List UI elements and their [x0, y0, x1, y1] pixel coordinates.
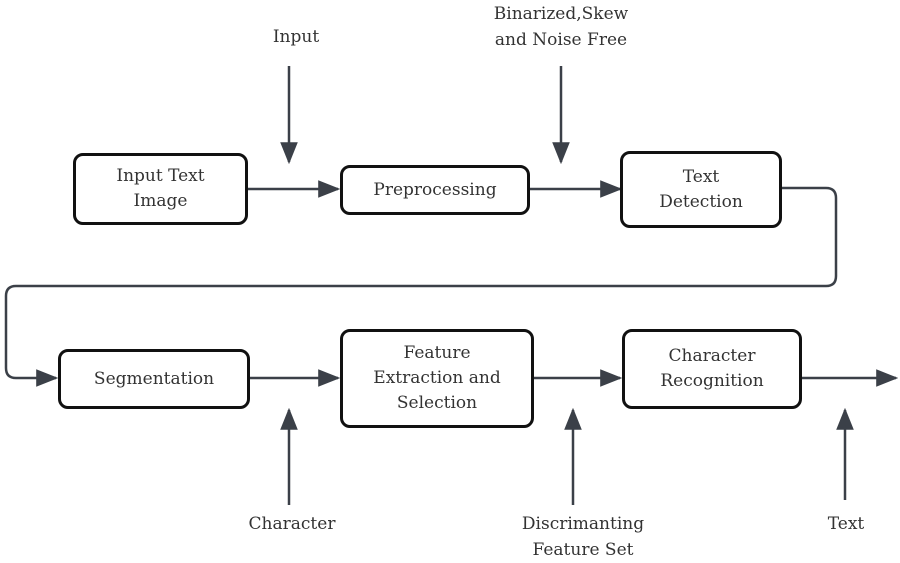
label-discriminating-feature-set: Discrimanting Feature Set — [521, 514, 645, 560]
node-character-recognition: Character Recognition — [622, 329, 802, 409]
label-text-output: Text — [827, 514, 865, 534]
node-input-text-image: Input Text Image — [73, 153, 248, 225]
node-feature-extraction: Feature Extraction and Selection — [340, 329, 534, 428]
node-segmentation: Segmentation — [58, 349, 250, 409]
label-input: Input — [272, 27, 320, 47]
arrow-detection-to-segmentation — [4, 186, 838, 387]
node-text-detection: Text Detection — [620, 151, 782, 228]
label-character: Character — [248, 514, 336, 534]
node-preprocessing: Preprocessing — [340, 165, 530, 215]
label-binarized-skew-noise-free: Binarized,Skew and Noise Free — [493, 4, 629, 50]
